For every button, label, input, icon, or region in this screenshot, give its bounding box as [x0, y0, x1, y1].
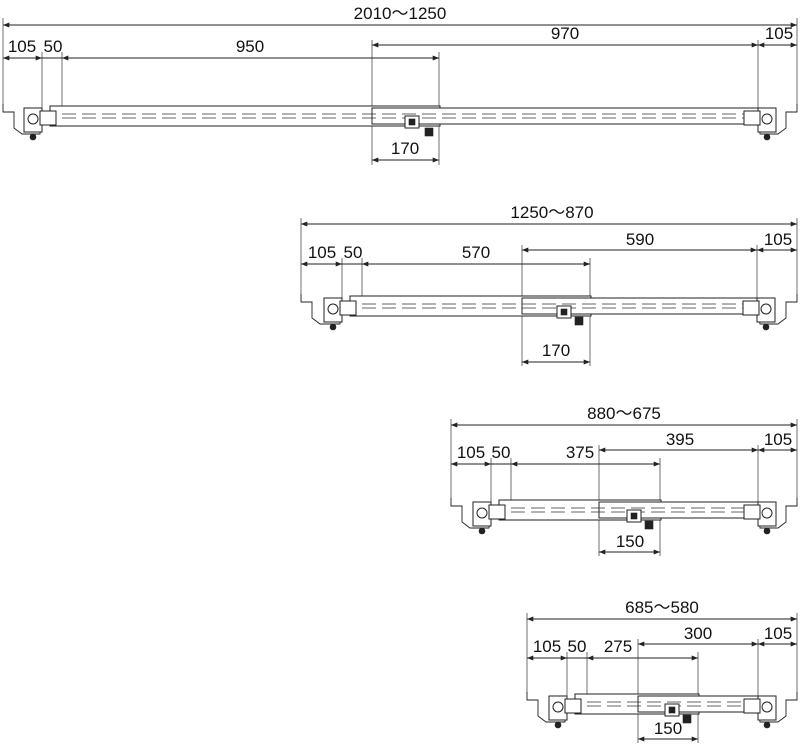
- right-bolt-icon: [761, 113, 773, 125]
- left-offset-label: 50: [568, 637, 587, 656]
- left-bracket-label: 105: [533, 637, 561, 656]
- outer-tube: [598, 501, 759, 519]
- left-bolt-icon: [27, 113, 39, 125]
- rod-drawing-880-675: 880～675 105 50 375 395 105 150: [450, 404, 798, 556]
- lock-screw-icon: [668, 706, 676, 714]
- right-end-cap: [743, 504, 761, 520]
- left-end-cap: [39, 110, 57, 126]
- right-bracket: [757, 104, 798, 135]
- left-offset-label: 50: [344, 243, 363, 262]
- overlap-label: 150: [654, 719, 682, 738]
- total-length-label: 880～675: [587, 404, 661, 423]
- left-bracket: [300, 294, 343, 325]
- outer-segment-label: 970: [551, 24, 579, 43]
- left-bracket: [450, 498, 492, 529]
- right-bracket-label: 105: [764, 430, 792, 449]
- left-bolt-icon: [476, 507, 488, 519]
- right-nut-icon: [763, 721, 771, 729]
- right-bolt-icon: [761, 701, 773, 713]
- left-nut-icon: [29, 133, 37, 141]
- left-bracket-label: 105: [457, 443, 485, 462]
- lock-knob-icon: [644, 520, 654, 530]
- total-length-label: 685～580: [625, 598, 699, 617]
- outer-segment-label: 395: [666, 430, 694, 449]
- inner-segment-label: 275: [604, 637, 632, 656]
- lock-screw-icon: [560, 308, 568, 316]
- right-bolt-icon: [760, 303, 772, 315]
- inner-segment-label: 950: [236, 37, 264, 56]
- left-nut-icon: [478, 527, 486, 535]
- right-nut-icon: [763, 527, 771, 535]
- lock-knob-icon: [424, 127, 434, 137]
- rod-drawing-2010-1250: 2010～1250 105 50 950 970 105 170: [2, 4, 798, 165]
- left-bracket-label: 105: [8, 37, 36, 56]
- left-bracket: [2, 104, 43, 135]
- right-end-cap: [743, 698, 761, 714]
- lock-screw-icon: [408, 118, 416, 126]
- right-end-cap: [742, 300, 760, 316]
- total-length-label: 2010～1250: [354, 4, 447, 23]
- rod-drawing-1250-870: 1250～870 105 50 570 590 105 170: [300, 203, 798, 366]
- right-bracket-label: 105: [764, 230, 792, 249]
- right-bracket-label: 105: [765, 24, 793, 43]
- right-nut-icon: [762, 323, 770, 331]
- lock-knob-icon: [682, 714, 692, 724]
- right-bracket: [756, 294, 798, 325]
- rod-drawing-685-580: 685～580 105 50 275 300 105 150: [526, 598, 798, 743]
- overlap-label: 170: [391, 139, 419, 158]
- outer-tube: [371, 107, 759, 125]
- inner-segment-label: 375: [566, 443, 594, 462]
- right-bracket: [757, 498, 798, 529]
- left-bracket: [526, 692, 568, 723]
- left-offset-label: 50: [44, 37, 63, 56]
- overlap-label: 150: [616, 532, 644, 551]
- right-nut-icon: [763, 133, 771, 141]
- left-end-cap: [564, 698, 582, 714]
- left-nut-icon: [329, 323, 337, 331]
- right-bolt-icon: [761, 507, 773, 519]
- left-bolt-icon: [552, 701, 564, 713]
- left-end-cap: [488, 504, 506, 520]
- left-nut-icon: [554, 721, 562, 729]
- overlap-label: 170: [542, 341, 570, 360]
- total-length-label: 1250～870: [510, 203, 593, 222]
- right-end-cap: [743, 110, 761, 126]
- left-end-cap: [339, 300, 357, 316]
- outer-segment-label: 590: [626, 230, 654, 249]
- outer-tube: [637, 695, 759, 713]
- right-bracket: [757, 692, 798, 723]
- right-bracket-label: 105: [764, 624, 792, 643]
- lock-screw-icon: [630, 512, 638, 520]
- left-offset-label: 50: [492, 443, 511, 462]
- left-bolt-icon: [327, 303, 339, 315]
- left-bracket-label: 105: [308, 243, 336, 262]
- inner-segment-label: 570: [462, 243, 490, 262]
- lock-knob-icon: [574, 316, 584, 326]
- outer-segment-label: 300: [684, 624, 712, 643]
